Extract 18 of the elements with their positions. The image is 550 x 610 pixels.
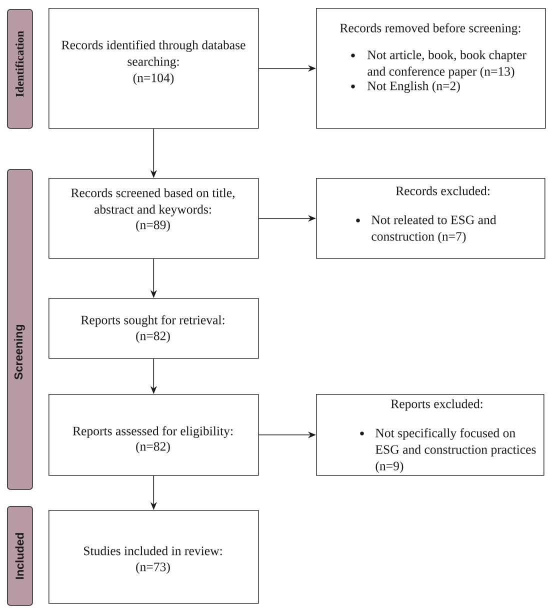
heading: Records removed before screening:: [340, 23, 520, 35]
list-item: Not English (n=2): [351, 81, 460, 93]
process-box: Studies included in review: (n=73): [48, 510, 259, 604]
phase-band: Identification: [7, 9, 33, 129]
exclusion-box: [316, 8, 546, 129]
exclusion-box: [316, 394, 544, 476]
list-item: Not releated to ESG and construction (n=7): [356, 215, 496, 244]
process-box: Records screened based on title, abstract and keywords: (n=89): [48, 178, 259, 259]
heading: Reports excluded:: [390, 399, 482, 411]
process-box: Records identified through database searching: (n=104): [48, 8, 259, 129]
process-box: Reports sought for retrieval: (n=82): [48, 298, 259, 359]
list-item: Not specifically focused on ESG and construction practices (n=9): [360, 428, 536, 473]
exclusion-box: [316, 178, 546, 259]
phase-band: Screening: [7, 169, 33, 490]
process-box: Reports assessed for eligibility: (n=82): [48, 394, 259, 476]
heading: Records excluded:: [396, 186, 490, 196]
list-item: Not article, book, book chapter and conference paper (n=13): [351, 50, 526, 78]
phase-band: Included: [7, 506, 33, 606]
